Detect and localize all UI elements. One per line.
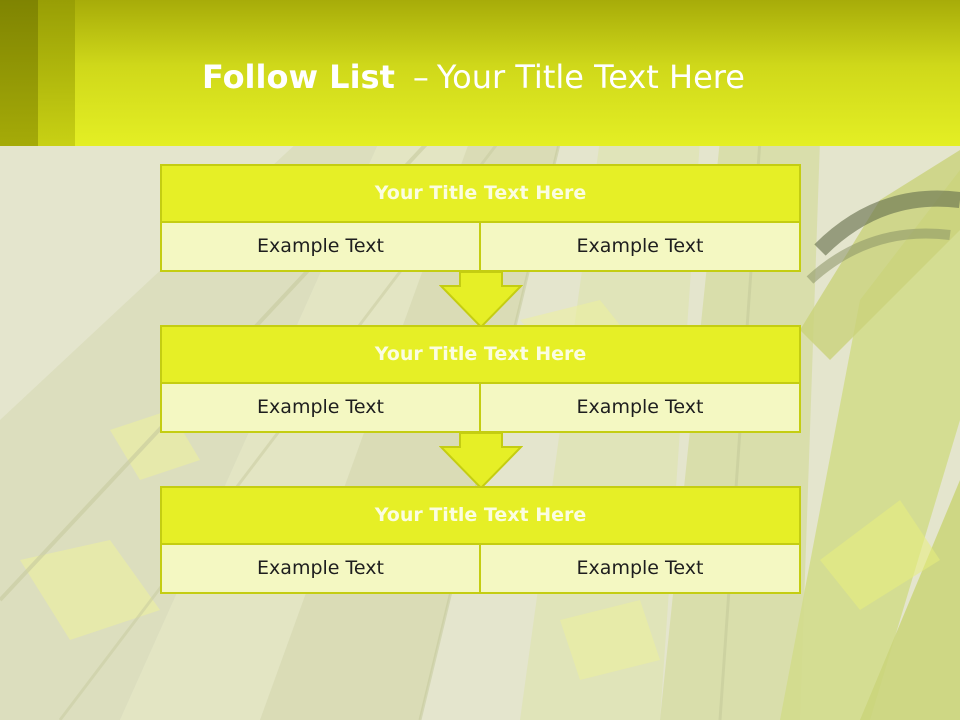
down-arrow-icon <box>439 271 523 329</box>
block-title: Your Title Text Here <box>160 325 801 384</box>
block-title: Your Title Text Here <box>160 486 801 545</box>
header-accent-stripe <box>0 0 38 146</box>
slide-title-bold: Follow List <box>202 58 395 96</box>
block-title: Your Title Text Here <box>160 164 801 223</box>
block-cell-left: Example Text <box>160 382 481 433</box>
block-cell-right: Example Text <box>479 382 801 433</box>
slide-title-separator: – <box>412 58 429 96</box>
block-cell-right: Example Text <box>479 543 801 594</box>
slide-title-rest: Your Title Text Here <box>436 58 745 96</box>
block-cell-left: Example Text <box>160 543 481 594</box>
header-accent-stripe <box>38 0 75 146</box>
slide-title: Follow List–Your Title Text Here <box>202 54 745 100</box>
block-cell-left: Example Text <box>160 221 481 272</box>
header-band <box>0 0 960 146</box>
block-cell-right: Example Text <box>479 221 801 272</box>
down-arrow-icon <box>439 432 523 490</box>
